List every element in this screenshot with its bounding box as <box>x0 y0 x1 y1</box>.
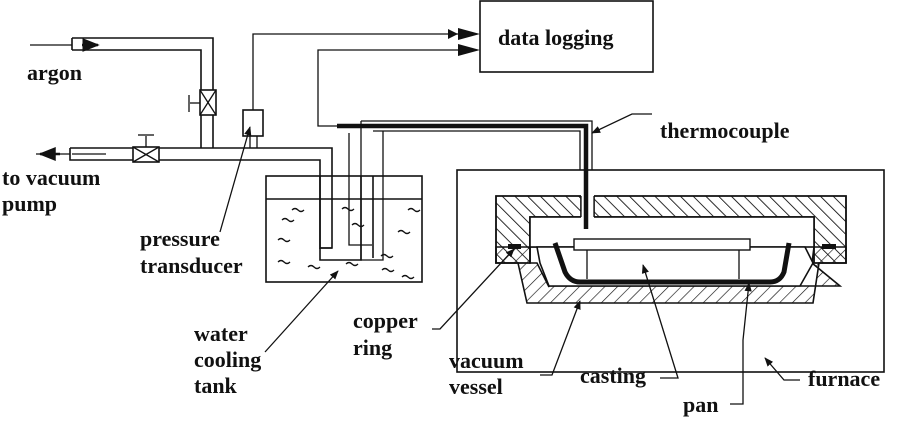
vacuum-valve <box>132 134 160 163</box>
vacuum-label: vacuum <box>449 348 524 373</box>
copper-ring-left <box>508 244 521 249</box>
argon-valve <box>188 89 217 116</box>
water-wave <box>307 264 321 270</box>
pan <box>552 242 792 285</box>
pan-leader <box>730 282 752 405</box>
transducer-label: transducer <box>140 253 243 278</box>
to-vacuum-label: to vacuum <box>2 165 100 190</box>
water-wave <box>401 274 415 280</box>
water-wave <box>380 253 394 259</box>
water-wave <box>351 222 365 228</box>
thermocouple-label: thermocouple <box>660 118 790 143</box>
furnace-leader <box>764 357 800 381</box>
vacuum-vessel-leader <box>540 300 581 376</box>
water-tank-leader <box>264 270 339 353</box>
pump-label: pump <box>2 191 57 216</box>
cooling-label: cooling <box>194 347 261 372</box>
water-cooling-tank <box>265 175 423 283</box>
vacuum-vessel-base <box>495 246 847 304</box>
water-wave <box>341 206 355 212</box>
water-wave <box>345 261 359 267</box>
water-wave <box>291 207 305 213</box>
furnace-label: furnace <box>808 366 880 391</box>
water-label: water <box>194 321 248 346</box>
water-wave <box>407 207 421 213</box>
thermocouple-signal-line <box>317 49 458 127</box>
vessel-label: vessel <box>449 374 503 399</box>
data-logging-label: data logging <box>498 25 614 50</box>
water-waves <box>277 206 421 280</box>
leader-lines <box>219 113 800 405</box>
water-wave <box>381 267 395 273</box>
copper-ring-leader <box>432 248 515 330</box>
copper-label: copper <box>353 308 418 333</box>
pan-label: pan <box>683 392 718 417</box>
water-wave <box>281 217 295 223</box>
pressure-leader <box>219 126 252 233</box>
ring-label: ring <box>353 335 392 360</box>
water-wave <box>277 237 291 243</box>
water-wave <box>277 259 291 265</box>
tank-label: tank <box>194 373 238 398</box>
copper-ring-right <box>822 244 836 249</box>
casting-label: casting <box>580 363 646 388</box>
water-wave <box>397 229 411 235</box>
pressure-label: pressure <box>140 226 220 251</box>
argon-pipe <box>30 37 214 148</box>
argon-label: argon <box>27 60 82 85</box>
signal-arrow-2 <box>458 44 480 56</box>
data-logging-box <box>479 0 654 73</box>
thermocouple-leader <box>591 113 652 134</box>
signal-arrow-1 <box>458 28 480 40</box>
casting-leader <box>641 264 679 379</box>
casting <box>573 238 751 279</box>
